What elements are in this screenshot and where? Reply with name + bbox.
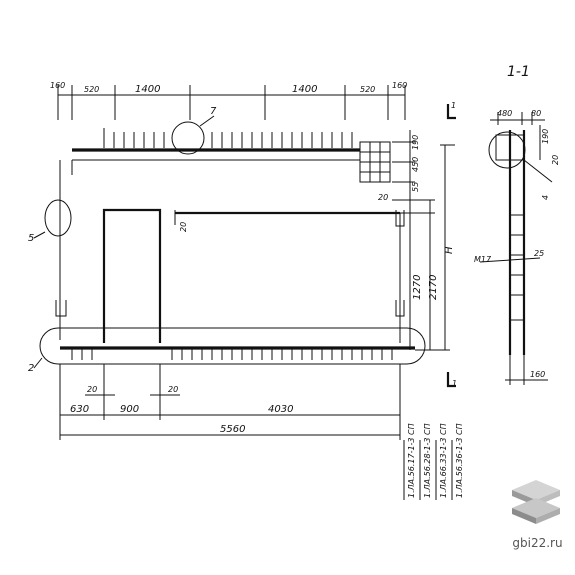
section-label: M17 <box>474 255 492 264</box>
section-detail-circle <box>488 131 526 169</box>
callout-label-2: 2 <box>28 363 34 374</box>
section-dim-2: 80 <box>531 109 541 118</box>
height-label: H <box>444 246 455 254</box>
callout-frame-2 <box>39 327 426 365</box>
left-loop <box>55 300 67 317</box>
top-rib-marks <box>103 128 353 148</box>
right-dim-7: 2170 <box>428 275 439 300</box>
section-dim-5: 4 <box>541 195 550 200</box>
top-dim-2: 520 <box>84 85 99 94</box>
right-dim-2: 450 <box>411 157 420 172</box>
mark-2: 1.ЛА.56.28-1-3 СП <box>423 423 432 498</box>
right-dimension-chain: 190 450 55 20 1270 2170 H <box>378 130 455 351</box>
right-dim-3: 55 <box>411 182 420 192</box>
cut-mark-top: 1 <box>451 101 456 110</box>
top-dim-4: 1400 <box>292 84 317 95</box>
mark-list: 1.ЛА.56.17-1-3 СП 1.ЛА.56.28-1-3 СП 1.ЛА… <box>403 423 464 500</box>
bottom-dim-2: 20 <box>168 385 178 394</box>
mark-3: 1.ЛА.66.33-1-3 СП <box>439 423 448 498</box>
bottom-dimension-chain: 20 20 630 900 4030 5560 <box>59 364 401 440</box>
section-dim-7: 160 <box>530 370 545 379</box>
corner-reinforcement <box>359 141 391 183</box>
right-loop-lower <box>395 300 405 317</box>
panel-outline <box>55 128 415 360</box>
section-cut-markers: 1 1 <box>446 101 457 388</box>
callout-label-5: 5 <box>28 233 34 244</box>
top-dim-6: 160 <box>392 81 407 90</box>
section-dim-6: 25 <box>534 249 544 258</box>
mark-1: 1.ЛА.56.17-1-3 СП <box>407 423 416 498</box>
right-loop <box>395 210 405 227</box>
top-dimension-chain: 160 520 1400 1400 520 160 <box>50 81 407 120</box>
section-dim-3: 190 <box>541 129 550 144</box>
section-title: 1-1 <box>507 64 530 80</box>
callout-circle-5 <box>44 199 72 237</box>
section-dim-4: 20 <box>551 155 560 165</box>
top-dim-3: 1400 <box>135 84 160 95</box>
callout-label-7: 7 <box>210 106 217 117</box>
callout-circle-7 <box>171 121 205 155</box>
mark-4: 1.ЛА.56.36-1-3 СП <box>455 423 464 498</box>
bottom-dim-3: 630 <box>70 404 89 415</box>
watermark-text: gbi22.ru <box>512 536 563 550</box>
bottom-dim-5: 4030 <box>268 404 293 415</box>
cut-mark-bottom: 1 <box>452 379 457 388</box>
site-logo-icon <box>512 480 560 524</box>
section-view: 1-1 480 80 190 20 4 M17 25 160 <box>474 64 560 385</box>
callouts: 7 5 2 <box>28 106 426 374</box>
right-dim-6: 1270 <box>412 275 423 300</box>
right-dim-4: 20 <box>378 193 388 202</box>
bottom-dim-6: 5560 <box>220 424 245 435</box>
bottom-rib-marks <box>71 348 393 360</box>
bottom-dim-1: 20 <box>87 385 97 394</box>
opening-gap-label: 20 <box>179 222 188 232</box>
right-dim-1: 190 <box>411 135 420 150</box>
section-dim-1: 480 <box>497 109 512 118</box>
top-dim-5: 520 <box>360 85 375 94</box>
bottom-dim-4: 900 <box>120 404 139 415</box>
top-dim-1: 160 <box>50 81 65 90</box>
